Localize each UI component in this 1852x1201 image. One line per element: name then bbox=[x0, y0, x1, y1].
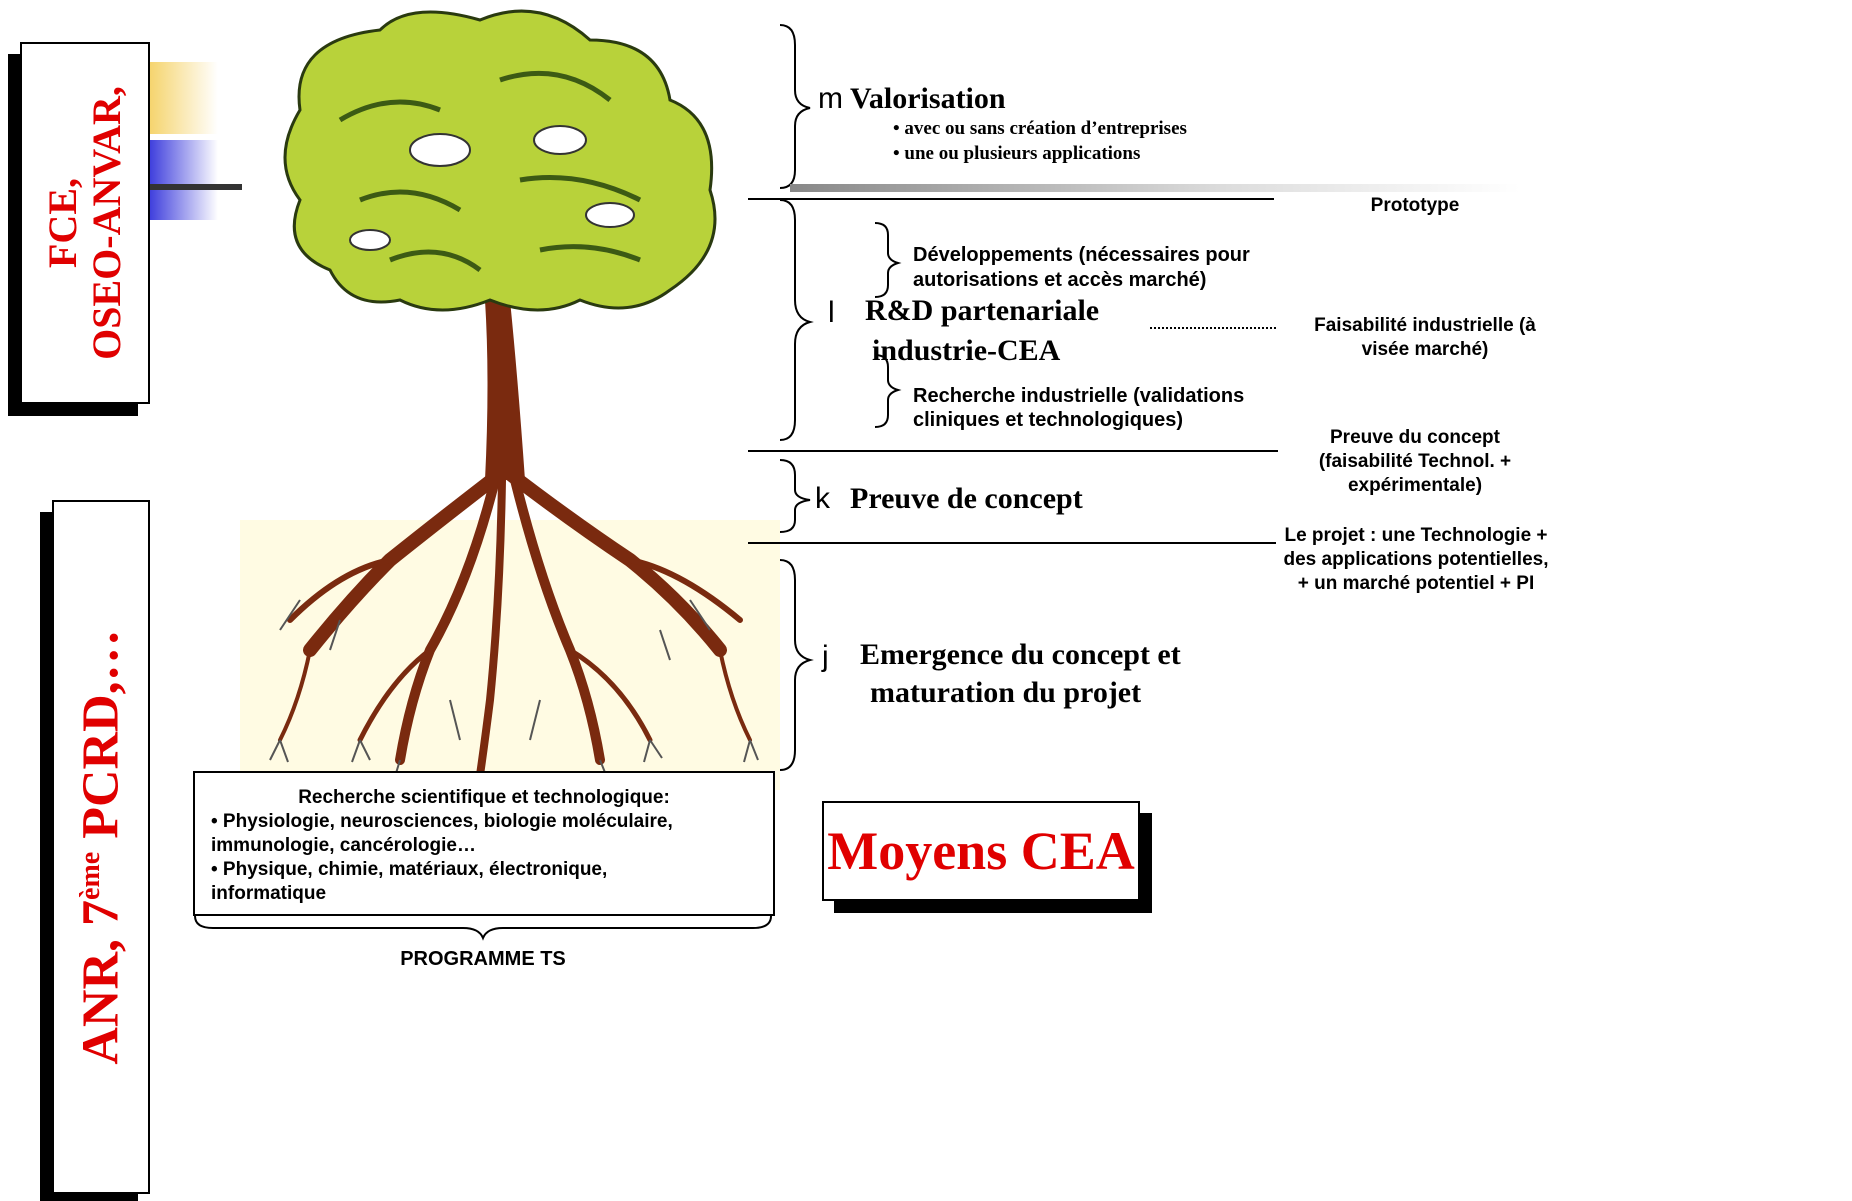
funders-top-text: FCE, OSEO-ANVAR, bbox=[40, 86, 129, 360]
accent-bar-yellow bbox=[148, 62, 218, 134]
moyens-label: Moyens CEA bbox=[827, 821, 1135, 881]
milestone-faisabilite-1: Faisabilité industrielle (à bbox=[1314, 315, 1536, 336]
rech-line-2: cliniques et technologiques) bbox=[913, 409, 1184, 431]
roots-icon bbox=[278, 463, 752, 779]
preuve-title: Preuve de concept bbox=[850, 482, 1083, 515]
funders-top-line2: OSEO-ANVAR, bbox=[84, 86, 129, 360]
funders-box-top: FCE, OSEO-ANVAR, bbox=[20, 42, 150, 404]
tree-illustration bbox=[240, 9, 780, 790]
research-box: Recherche scientifique et technologique:… bbox=[193, 771, 775, 916]
research-line-3: • Physique, chimie, matériaux, électroni… bbox=[211, 859, 608, 880]
funders-bottom-sup: ème bbox=[75, 851, 107, 900]
accent-bar-blue bbox=[148, 140, 218, 220]
research-line-4: informatique bbox=[211, 883, 327, 904]
research-line-2: immunologie, cancérologie… bbox=[211, 835, 476, 856]
dotted-leader bbox=[1150, 327, 1276, 329]
research-title: Recherche scientifique et technologique: bbox=[298, 787, 670, 808]
dev-line-2: autorisations et accès marché) bbox=[913, 269, 1207, 291]
rd-bullet: l bbox=[828, 296, 835, 329]
emergence-title-line2: maturation du projet bbox=[870, 676, 1142, 709]
milestone-projet-1: Le projet : une Technologie + bbox=[1284, 525, 1548, 546]
dev-line-1: Développements (nécessaires pour bbox=[913, 244, 1250, 266]
programme-brace bbox=[194, 915, 772, 941]
milestone-prototype: Prototype bbox=[1370, 195, 1460, 216]
funders-box-bottom: ANR, 7ème PCRD,… bbox=[52, 500, 150, 1194]
valorisation-item-1: • avec ou sans création d’entreprises bbox=[893, 118, 1187, 139]
inner-brackets bbox=[874, 222, 902, 428]
moyens-box: Moyens CEA bbox=[822, 801, 1140, 901]
milestone-preuve-3: expérimentale) bbox=[1347, 475, 1483, 496]
preuve-bullet: k bbox=[815, 482, 830, 515]
valorisation-bullet: m bbox=[818, 82, 843, 115]
programme-label: PROGRAMME TS bbox=[400, 948, 566, 970]
milestone-preuve-1: Preuve du concept bbox=[1330, 427, 1500, 448]
funders-bottom-suffix: PCRD,… bbox=[72, 629, 130, 852]
rd-title-line1: R&D partenariale bbox=[865, 294, 1100, 327]
accent-line bbox=[150, 184, 242, 190]
funders-bottom-prefix: ANR, 7 bbox=[72, 899, 130, 1065]
rd-title-line2: industrie-CEA bbox=[872, 334, 1061, 367]
emergence-bullet: j bbox=[822, 640, 829, 673]
milestone-projet-2: des applications potentielles, bbox=[1283, 549, 1549, 570]
funders-bottom-text: ANR, 7ème PCRD,… bbox=[72, 629, 131, 1064]
milestone-preuve-2: (faisabilité Technol. + bbox=[1318, 451, 1512, 472]
emergence-title-line1: Emergence du concept et bbox=[860, 638, 1181, 671]
funders-top-line1: FCE, bbox=[40, 178, 85, 268]
separator-preuve bbox=[748, 542, 1276, 544]
milestone-projet-3: + un marché potentiel + PI bbox=[1297, 573, 1535, 594]
stage-brackets bbox=[779, 24, 814, 771]
valorisation-item-2: • une ou plusieurs applications bbox=[893, 143, 1141, 164]
research-line-1: • Physiologie, neurosciences, biologie m… bbox=[211, 811, 673, 832]
valorisation-title: Valorisation bbox=[850, 82, 1006, 115]
milestone-faisabilite-2: visée marché) bbox=[1361, 339, 1489, 360]
separator-prototype bbox=[748, 198, 1274, 200]
foliage-icon bbox=[283, 9, 717, 312]
separator-rd bbox=[748, 450, 1278, 452]
valorisation-gradient-bar bbox=[790, 184, 1520, 192]
rech-line-1: Recherche industrielle (validations bbox=[913, 385, 1245, 407]
